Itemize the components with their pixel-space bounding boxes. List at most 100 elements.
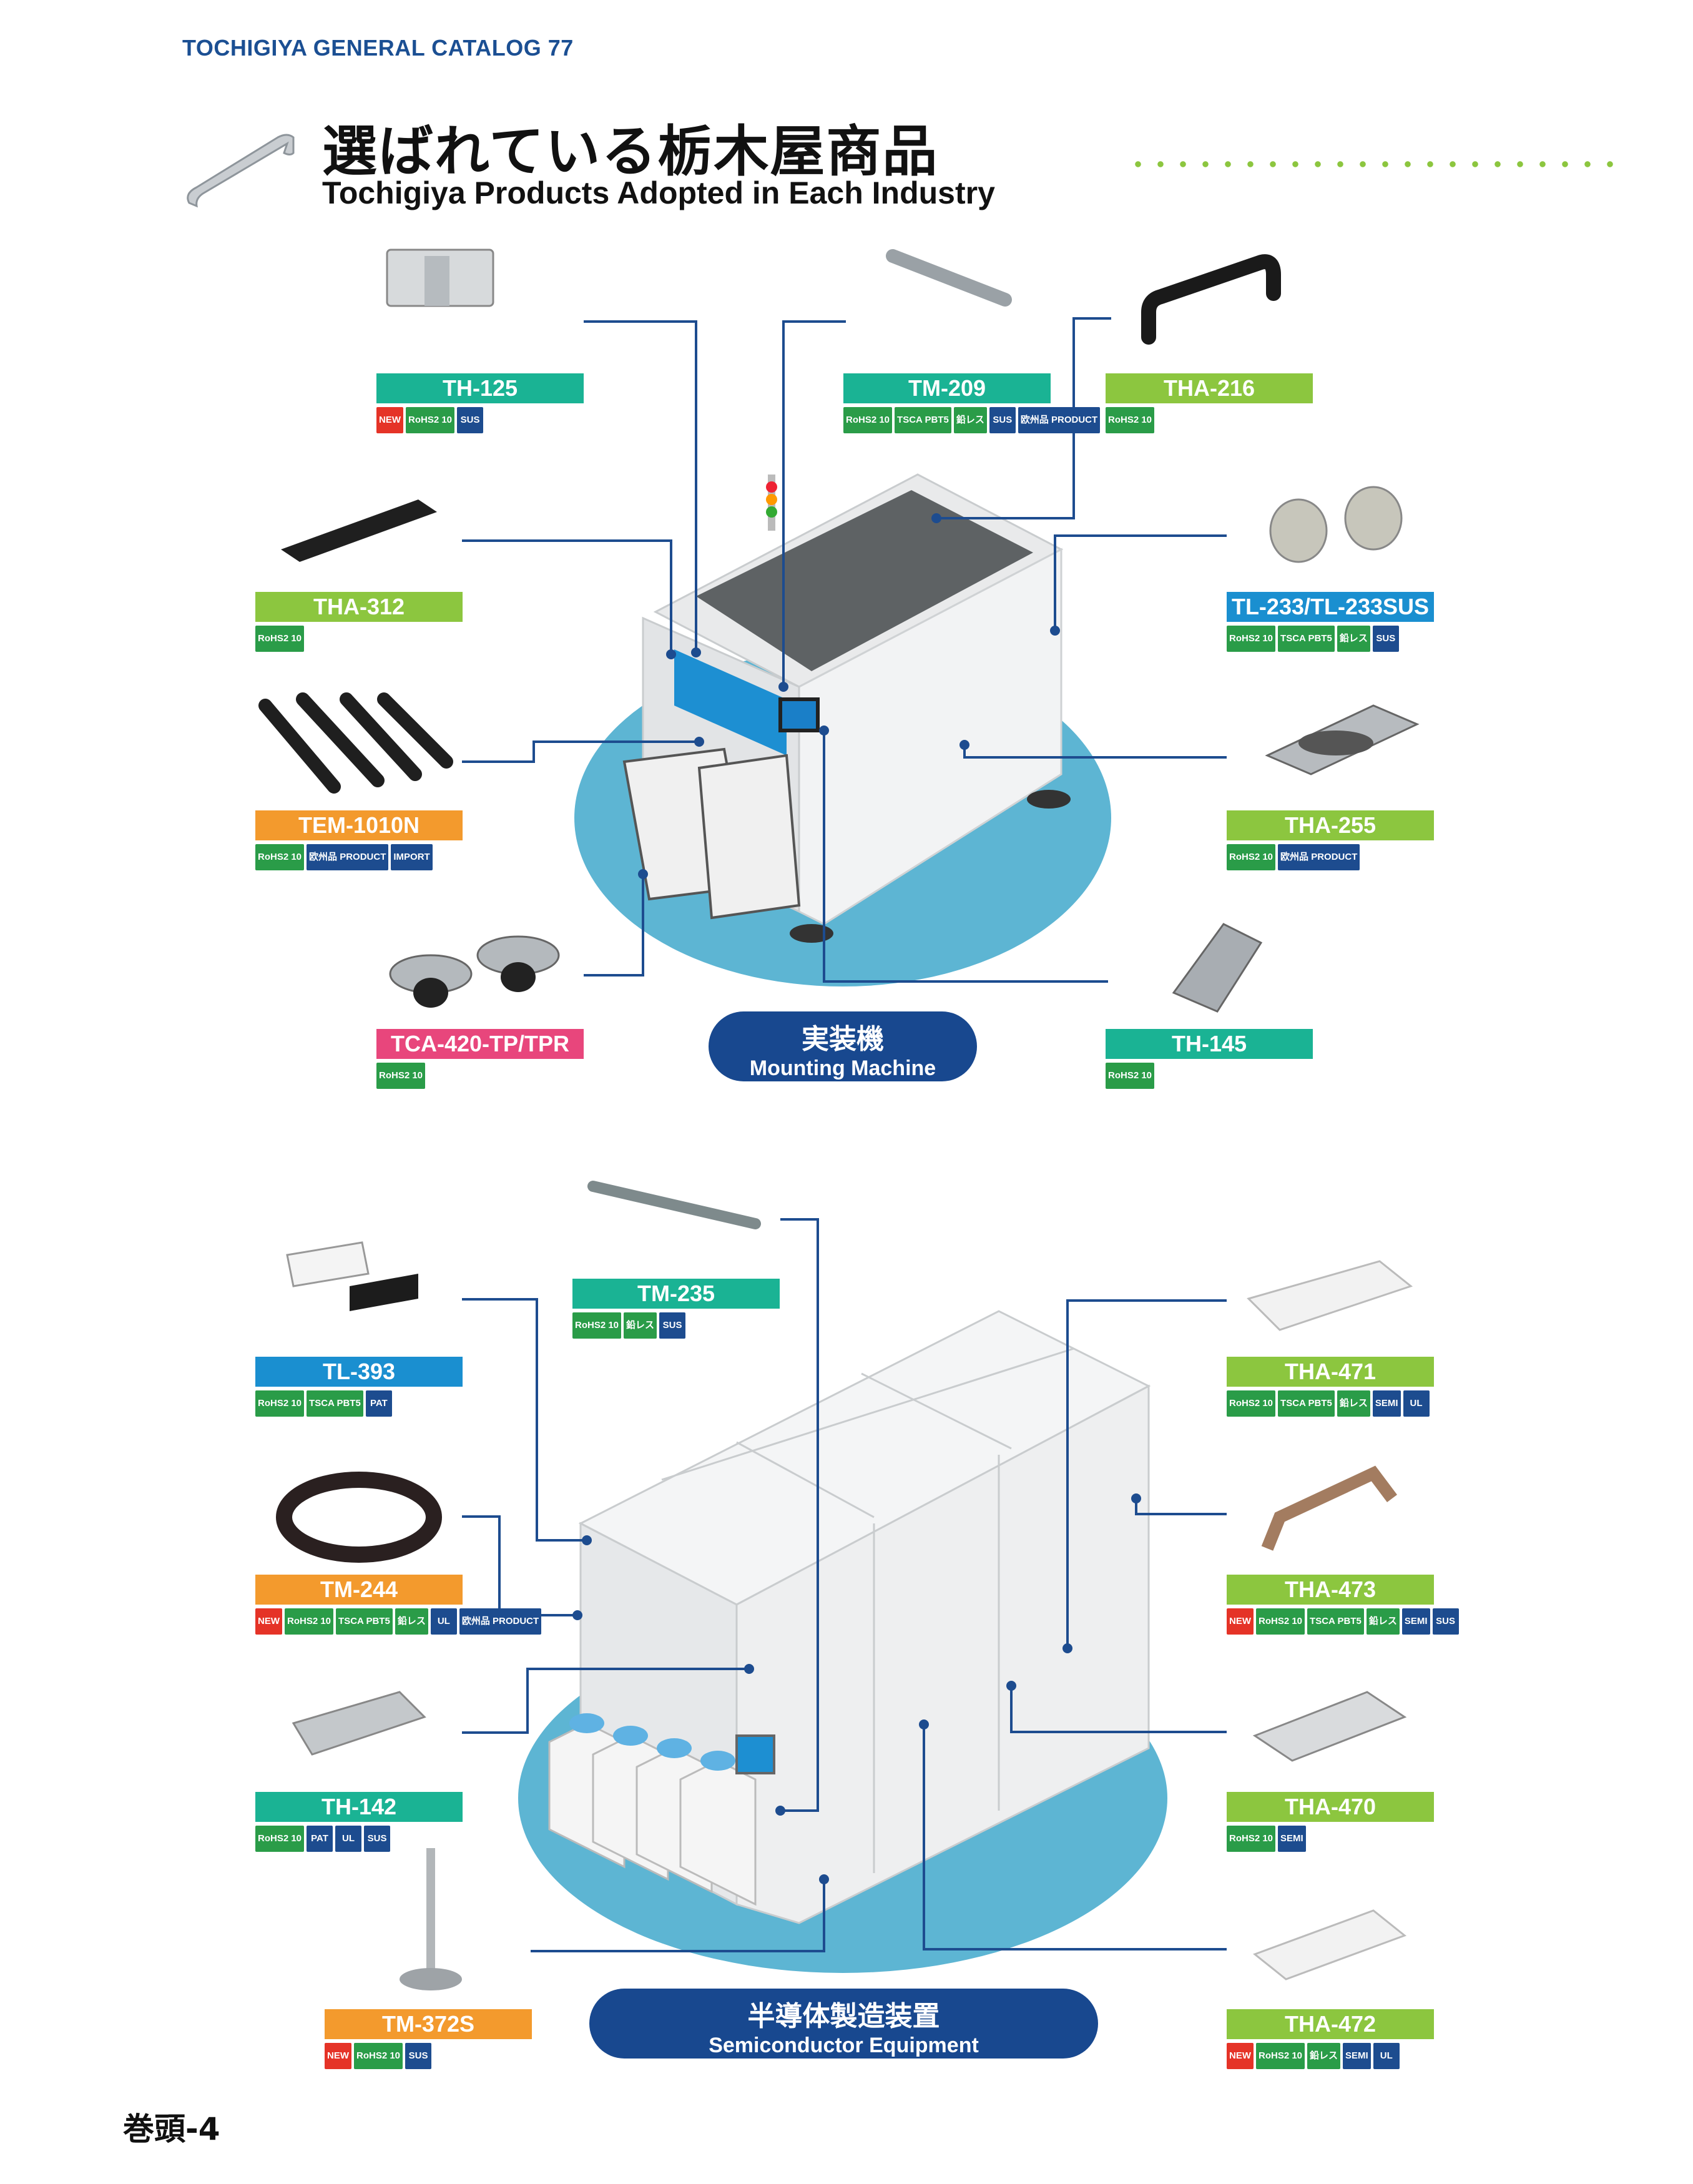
product-label-tl-393[interactable]: TL-393: [255, 1357, 463, 1387]
badge-sus: SUS: [1432, 1608, 1459, 1635]
badge-group: RoHS2 10 欧州品 PRODUCT IMPORT: [255, 844, 433, 870]
product-label-tha-472[interactable]: THA-472: [1227, 2009, 1434, 2039]
product-label-tm-209[interactable]: TM-209: [843, 373, 1051, 403]
badge-import: IMPORT: [391, 844, 433, 870]
semiconductor-machine: [548, 1310, 1151, 1924]
badge-rohs: RoHS2 10: [1106, 1063, 1155, 1089]
badge-lead-less: 鉛レス: [1337, 1390, 1370, 1417]
product-label-tl-233[interactable]: TL-233/TL-233SUS: [1227, 592, 1434, 622]
badge-rohs: RoHS2 10: [1227, 844, 1276, 870]
badge-lead-less: 鉛レス: [395, 1608, 428, 1635]
product-label-tha-255[interactable]: THA-255: [1227, 810, 1434, 840]
badge-new: NEW: [1227, 1608, 1254, 1635]
badge-group: NEW RoHS2 10 SUS: [325, 2043, 432, 2069]
photo-th-145: [1172, 923, 1263, 1013]
product-label-tm-235[interactable]: TM-235: [572, 1279, 780, 1309]
photo-tca-420: [389, 935, 560, 1008]
page-title-en: Tochigiya Products Adopted in Each Indus…: [322, 175, 995, 210]
badge-lead-less: 鉛レス: [1307, 2043, 1341, 2069]
badge-tsca: TSCA PBT5: [336, 1608, 393, 1635]
product-label-tha-312[interactable]: THA-312: [255, 592, 463, 622]
badge-group: RoHS2 10: [255, 626, 305, 652]
product-label-tha-471[interactable]: THA-471: [1227, 1357, 1434, 1387]
photo-tm-235: [587, 1181, 761, 1229]
photo-tha-312: [281, 499, 437, 562]
badge-group: NEW RoHS2 10 SUS: [376, 407, 484, 433]
photo-tha-473: [1261, 1465, 1397, 1551]
badge-rohs: RoHS2 10: [354, 2043, 403, 2069]
badge-rohs: RoHS2 10: [1227, 626, 1276, 652]
page-title-jp: 選ばれている栃木屋商品: [322, 119, 939, 184]
photo-tl-233: [1269, 486, 1403, 563]
badge-ul: UL: [1373, 2043, 1400, 2069]
photo-tl-393: [286, 1241, 418, 1311]
badge-group: NEW RoHS2 10 TSCA PBT5 鉛レス UL 欧州品 PRODUC…: [255, 1608, 542, 1635]
badge-product: 欧州品 PRODUCT: [307, 844, 389, 870]
badge-new: NEW: [325, 2043, 351, 2069]
badge-sus: SUS: [364, 1826, 391, 1852]
badge-group: RoHS2 10 PAT UL SUS: [255, 1826, 391, 1852]
product-label-th-145[interactable]: TH-145: [1106, 1029, 1313, 1059]
badge-product: 欧州品 PRODUCT: [1278, 844, 1360, 870]
product-label-tca-420[interactable]: TCA-420-TP/TPR: [376, 1029, 584, 1059]
product-label-tha-216[interactable]: THA-216: [1106, 373, 1313, 403]
badge-rohs: RoHS2 10: [1227, 1390, 1276, 1417]
page-number: 巻頭-4: [123, 2111, 220, 2147]
product-label-tha-473[interactable]: THA-473: [1227, 1575, 1434, 1605]
badge-semi: SEMI: [1343, 2043, 1371, 2069]
photo-th-125: [386, 248, 494, 307]
photo-tha-471: [1247, 1260, 1413, 1331]
badge-semi: SEMI: [1372, 1390, 1401, 1417]
badge-ul: UL: [430, 1608, 457, 1635]
badge-new: NEW: [255, 1608, 282, 1635]
section-pill-mounting: 実装機 Mounting Machine: [709, 1011, 977, 1081]
badge-rohs: RoHS2 10: [285, 1608, 334, 1635]
badge-group: NEW RoHS2 10 鉛レス SEMI UL: [1227, 2043, 1400, 2069]
badge-new: NEW: [376, 407, 403, 433]
photo-tm-244: [276, 1472, 442, 1563]
badge-sus: SUS: [659, 1312, 686, 1339]
product-label-tm-244[interactable]: TM-244: [255, 1575, 463, 1605]
badge-sus: SUS: [457, 407, 484, 433]
badge-group: RoHS2 10 TSCA PBT5 鉛レス SUS: [1227, 626, 1399, 652]
product-label-th-142[interactable]: TH-142: [255, 1792, 463, 1822]
badge-lead-less: 鉛レス: [953, 407, 987, 433]
handle-icon: [187, 134, 295, 208]
badge-rohs: RoHS2 10: [1227, 1826, 1276, 1852]
badge-rohs: RoHS2 10: [255, 1390, 305, 1417]
badge-group: RoHS2 10 TSCA PBT5 鉛レス SUS 欧州品 PRODUCT: [843, 407, 1101, 433]
badge-tsca: TSCA PBT5: [1307, 1608, 1364, 1635]
badge-product: 欧州品 PRODUCT: [459, 1608, 542, 1635]
badge-group: NEW RoHS2 10 TSCA PBT5 鉛レス SEMI SUS: [1227, 1608, 1459, 1635]
badge-sus: SUS: [405, 2043, 432, 2069]
badge-group: RoHS2 10 TSCA PBT5 鉛レス SEMI UL: [1227, 1390, 1430, 1417]
photo-tm-209: [886, 249, 1012, 307]
photo-th-142: [292, 1691, 426, 1756]
badge-new: NEW: [1227, 2043, 1254, 2069]
badge-sus: SUS: [1372, 626, 1399, 652]
badge-group: RoHS2 10: [376, 1063, 426, 1089]
semiconductor-platform: [518, 1623, 1167, 1973]
photo-tem-1010n: [258, 692, 453, 794]
product-label-tem-1010n[interactable]: TEM-1010N: [255, 810, 463, 840]
badge-tsca: TSCA PBT5: [1278, 1390, 1335, 1417]
badge-tsca: TSCA PBT5: [1278, 626, 1335, 652]
badge-rohs: RoHS2 10: [406, 407, 455, 433]
badge-rohs: RoHS2 10: [1256, 2043, 1305, 2069]
badge-rohs: RoHS2 10: [376, 1063, 426, 1089]
badge-group: RoHS2 10 TSCA PBT5 PAT: [255, 1390, 392, 1417]
badge-group: RoHS2 10: [1106, 1063, 1155, 1089]
product-label-tha-470[interactable]: THA-470: [1227, 1792, 1434, 1822]
product-label-tm-372s[interactable]: TM-372S: [325, 2009, 532, 2039]
product-label-th-125[interactable]: TH-125: [376, 373, 584, 403]
badge-pat: PAT: [307, 1826, 333, 1852]
badge-group: RoHS2 10 鉛レス SUS: [572, 1312, 686, 1339]
badge-rohs: RoHS2 10: [572, 1312, 622, 1339]
mounting-machine: [622, 473, 1071, 943]
badge-lead-less: 鉛レス: [1366, 1608, 1400, 1635]
photo-tha-255: [1265, 704, 1420, 775]
badge-rohs: RoHS2 10: [255, 844, 305, 870]
photo-tm-372s: [400, 1848, 462, 1990]
catalog-title: TOCHIGIYA GENERAL CATALOG 77: [182, 35, 574, 61]
